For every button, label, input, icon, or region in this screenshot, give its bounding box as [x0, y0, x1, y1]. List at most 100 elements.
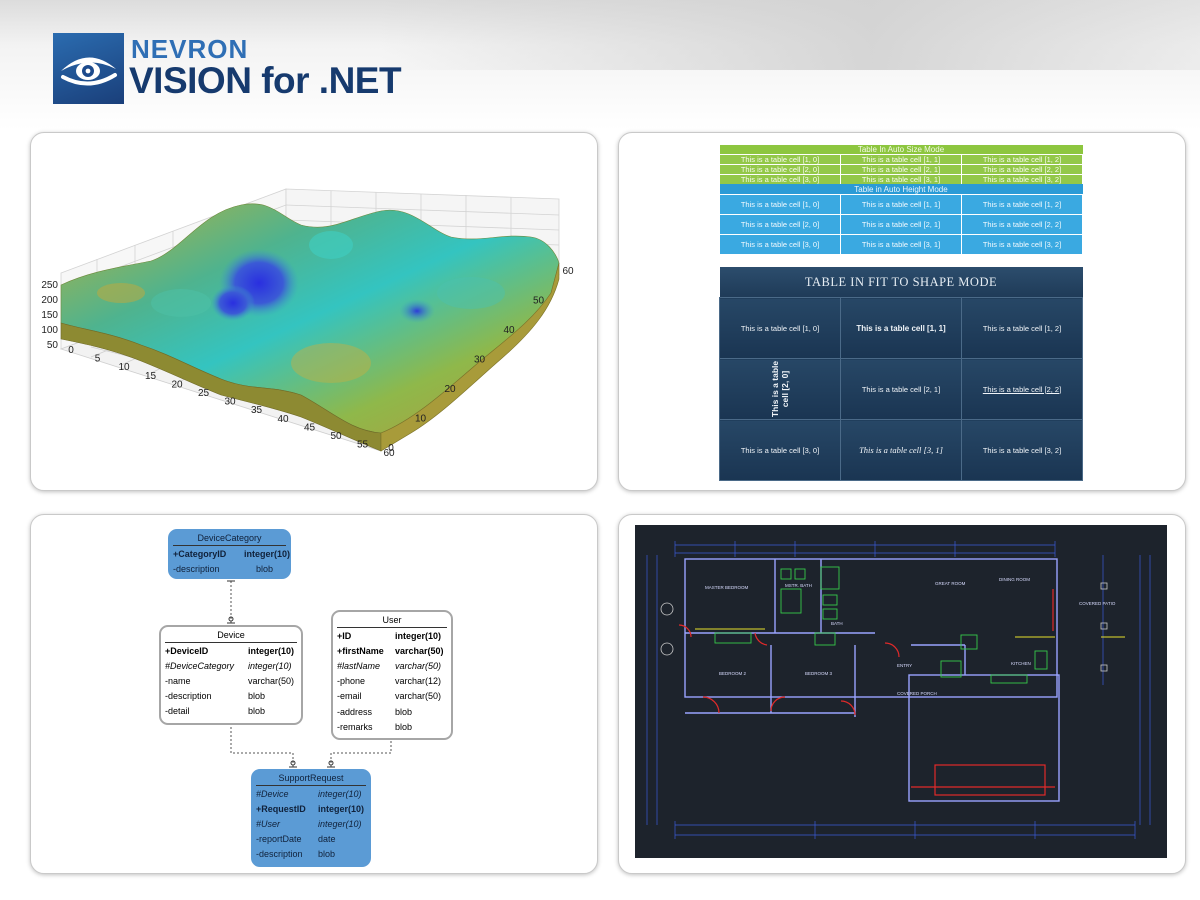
y-tick-label: 60: [562, 266, 574, 277]
rotated-cell-text: This is a table cell [2, 0]: [770, 360, 790, 418]
field-type: varchar(50): [395, 660, 442, 671]
y-tick-label: 50: [533, 296, 545, 307]
table-cell: This is a table cell [1, 2]: [961, 297, 1083, 359]
columns: [660, 582, 1108, 672]
auto-size-table: Table In Auto Size Mode This is a table …: [719, 145, 1083, 185]
table-cell: This is a table cell [1, 1]: [840, 154, 962, 165]
x-tick-label: 30: [224, 397, 236, 408]
eye-icon: [61, 57, 117, 86]
field-type: varchar(12): [395, 676, 442, 687]
auto-height-table: Table in Auto Height Mode This is a tabl…: [719, 184, 1083, 255]
field-type: date: [318, 834, 336, 845]
entity-row: #lastName varchar(50): [333, 658, 451, 673]
table-cell: This is a table cell [3, 2]: [961, 174, 1083, 185]
field-name: +CategoryID: [173, 548, 227, 559]
field-type: varchar(50): [395, 645, 444, 656]
x-tick-label: 55: [357, 440, 369, 451]
z-tick-label: 200: [41, 295, 58, 306]
x-tick-label: 40: [277, 414, 289, 425]
table-cell: This is a table cell [2, 2]: [961, 164, 1083, 175]
field-type: blob: [318, 849, 336, 860]
entity-row: #Device integer(10): [252, 786, 370, 801]
field-name: -description: [173, 563, 220, 574]
table-cell-rotated: This is a table cell [2, 0]: [719, 358, 841, 420]
table-cell: This is a table cell [2, 1]: [840, 164, 962, 175]
field-name: #lastName: [337, 660, 381, 671]
field-type: blob: [395, 721, 413, 732]
table-cell: This is a table cell [3, 2]: [961, 419, 1083, 481]
field-name: +RequestID: [256, 803, 306, 814]
entity-divider: [165, 642, 297, 643]
room-label: DINING ROOM: [999, 577, 1030, 582]
table-cell: This is a table cell [2, 2]: [961, 214, 1083, 235]
field-type: blob: [395, 706, 413, 717]
entity-row: -email varchar(50): [333, 689, 451, 704]
field-name: +ID: [337, 630, 352, 641]
x-tick-label: 10: [118, 362, 130, 373]
er-connectors: [227, 577, 395, 769]
field-type: integer(10): [318, 818, 362, 829]
table-cell: This is a table cell [3, 0]: [719, 419, 841, 481]
field-type: integer(10): [248, 660, 292, 671]
table-cell: This is a table cell [2, 0]: [719, 164, 841, 175]
y-tick-label: 30: [474, 355, 486, 366]
field-type: blob: [256, 563, 274, 574]
table-cell: This is a table cell [2, 0]: [719, 214, 841, 235]
table-cell: This is a table cell [3, 0]: [719, 234, 841, 255]
entity-divider: [256, 785, 366, 786]
entity-divider: [173, 545, 286, 546]
field-name: #Device: [256, 788, 289, 799]
x-tick-label: 5: [95, 354, 101, 365]
table-cell: This is a table cell [2, 2]: [961, 358, 1083, 420]
field-name: +DeviceID: [165, 645, 209, 656]
x-tick-label: 20: [171, 379, 183, 390]
field-type: varchar(50): [395, 691, 442, 702]
table-cell: This is a table cell [1, 0]: [719, 297, 841, 359]
room-label: MSTR. BATH: [785, 583, 812, 588]
x-tick-label: 50: [330, 431, 342, 442]
x-tick-label: 60: [383, 448, 395, 459]
table-cell: This is a table cell [1, 0]: [719, 154, 841, 165]
field-name: +firstName: [337, 645, 384, 656]
room-label: BEDROOM 2: [719, 671, 747, 676]
logo-badge: [53, 33, 124, 104]
logo-brand: NEVRON: [131, 34, 249, 64]
field-name: -email: [337, 691, 362, 702]
auto-height-title: Table in Auto Height Mode: [719, 184, 1083, 195]
entity-divider: [337, 627, 447, 628]
table-modes-panel: Table In Auto Size Mode This is a table …: [618, 132, 1186, 491]
room-label: KITCHEN: [1011, 661, 1031, 666]
table-cell: This is a table cell [3, 1]: [840, 234, 962, 255]
fit-to-shape-title: TABLE IN FIT TO SHAPE MODE: [719, 267, 1083, 298]
table-cell: This is a table cell [3, 1]: [840, 419, 962, 481]
z-tick-label: 100: [41, 325, 58, 336]
x-tick-label: 45: [304, 422, 316, 433]
y-tick-label: 0: [388, 443, 394, 454]
field-type: blob: [248, 691, 266, 702]
field-name: -detail: [165, 706, 190, 717]
y-tick-label: 40: [503, 325, 515, 336]
z-tick-label: 50: [47, 340, 59, 351]
field-type: integer(10): [318, 788, 362, 799]
header-background: [0, 0, 1200, 130]
field-type: integer(10): [243, 548, 290, 559]
entity-row: +firstName varchar(50): [333, 643, 451, 658]
